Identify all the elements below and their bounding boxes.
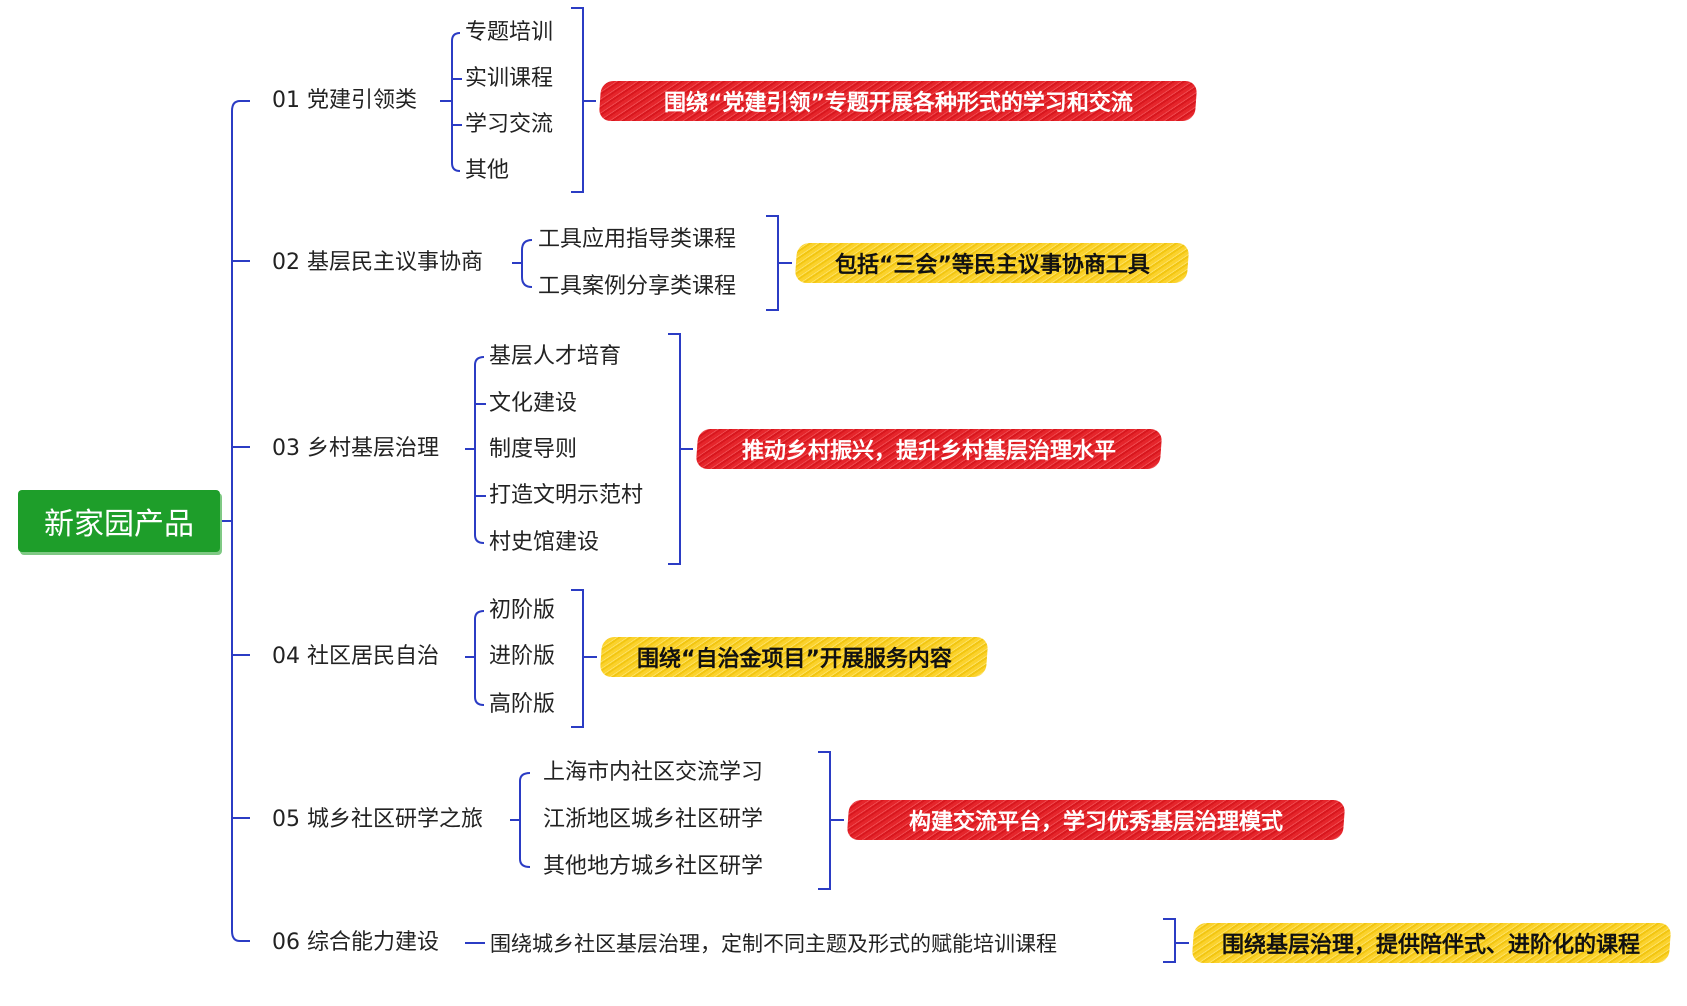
branch-04-note-text: 围绕“自治金项目”开展服务内容 <box>636 647 952 672</box>
branch-02-item[interactable]: 工具案例分享类课程 <box>538 274 737 299</box>
branch-05-note[interactable]: 构建交流平台，学习优秀基层治理模式 <box>846 800 1346 840</box>
branch-05-item[interactable]: 上海市内社区交流学习 <box>543 760 764 785</box>
branch-04-item[interactable]: 进阶版 <box>489 644 556 669</box>
root-label: 新家园产品 <box>44 507 194 542</box>
branch-03-note-text: 推动乡村振兴，提升乡村基层治理水平 <box>741 439 1116 464</box>
branch-01-item[interactable]: 专题培训 <box>465 20 554 45</box>
branch-05-item[interactable]: 江浙地区城乡社区研学 <box>543 807 764 832</box>
branch-01-item[interactable]: 其他 <box>465 158 510 183</box>
branch-02-label[interactable]: 02 基层民主议事协商 <box>272 250 483 275</box>
branch-06-note-text: 围绕基层治理，提供陪伴式、进阶化的课程 <box>1222 933 1641 958</box>
branch1-bracket <box>571 7 584 193</box>
branch-06-item[interactable]: 围绕城乡社区基层治理，定制不同主题及形式的赋能培训课程 <box>490 932 1057 956</box>
branch-05-item[interactable]: 其他地方城乡社区研学 <box>543 854 764 879</box>
root-node[interactable]: 新家园产品 <box>18 490 220 552</box>
branch-01-item[interactable]: 实训课程 <box>465 66 554 91</box>
branch-04-note[interactable]: 围绕“自治金项目”开展服务内容 <box>599 637 989 677</box>
branch-03-item[interactable]: 村史馆建设 <box>489 530 600 555</box>
branch6-bracket <box>1163 918 1176 963</box>
branch-03-note[interactable]: 推动乡村振兴，提升乡村基层治理水平 <box>695 429 1163 469</box>
branch-01-note-text: 围绕“党建引领”专题开展各种形式的学习和交流 <box>663 91 1133 116</box>
main-trunk <box>231 100 241 942</box>
branch-06-note[interactable]: 围绕基层治理，提供陪伴式、进阶化的课程 <box>1191 923 1672 963</box>
branch-04-item[interactable]: 初阶版 <box>489 598 556 623</box>
branch-03-item[interactable]: 制度导则 <box>489 437 578 462</box>
branch-02-note[interactable]: 包括“三会”等民主议事协商工具 <box>794 243 1190 283</box>
branch5-bracket <box>818 751 831 890</box>
branch-05-label[interactable]: 05 城乡社区研学之旅 <box>272 807 483 832</box>
branch-05-note-text: 构建交流平台，学习优秀基层治理模式 <box>908 810 1283 835</box>
branch-01-label[interactable]: 01 党建引领类 <box>272 88 417 113</box>
branch-01-note[interactable]: 围绕“党建引领”专题开展各种形式的学习和交流 <box>598 81 1198 121</box>
branch-06-label[interactable]: 06 综合能力建设 <box>272 930 439 955</box>
branch-03-item[interactable]: 文化建设 <box>489 391 578 416</box>
branch-01-item[interactable]: 学习交流 <box>465 112 554 137</box>
branch-04-label[interactable]: 04 社区居民自治 <box>272 644 439 669</box>
branch-02-note-text: 包括“三会”等民主议事协商工具 <box>834 253 1150 278</box>
branch4-bracket <box>571 589 584 728</box>
branch-03-item[interactable]: 基层人才培育 <box>489 344 622 369</box>
branch2-bracket <box>766 215 779 311</box>
branch-03-item[interactable]: 打造文明示范村 <box>489 483 644 508</box>
branch3-bracket <box>668 333 681 565</box>
branch-03-label[interactable]: 03 乡村基层治理 <box>272 436 439 461</box>
branch-02-item[interactable]: 工具应用指导类课程 <box>538 227 737 252</box>
branch-04-item[interactable]: 高阶版 <box>489 692 556 717</box>
